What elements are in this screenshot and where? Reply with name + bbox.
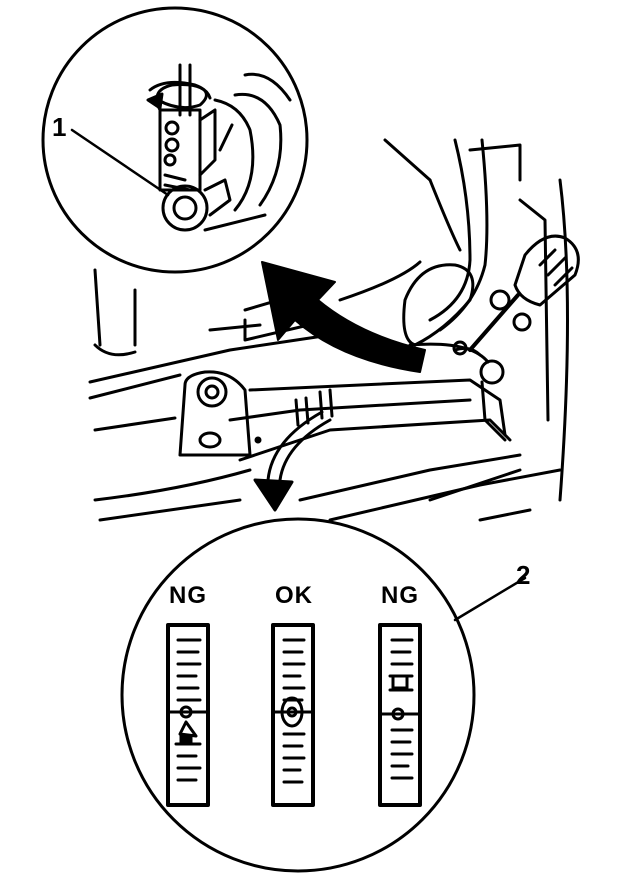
callout-number-2: 2: [516, 560, 532, 590]
curved-arrow-icon: [261, 261, 426, 373]
gauge-ok-center: [271, 623, 315, 807]
pointer-arrow-icon: [253, 410, 332, 512]
mounting-bracket: [178, 370, 262, 457]
screwdriver-icon: [468, 234, 580, 352]
gauge-label-left: NG: [169, 582, 207, 609]
callout-leader-2: [453, 576, 527, 622]
gauge-ng-right: [378, 623, 422, 807]
gauge-ng-left: [166, 623, 210, 807]
callout-leader-1: [70, 128, 170, 197]
rotate-arrow-icon: [146, 63, 208, 117]
vehicle-assembly: [88, 138, 569, 522]
detail-circle-top: [41, 6, 309, 274]
gauge-label-right: NG: [381, 582, 419, 609]
gauge-label-center: OK: [275, 582, 313, 609]
detail-circle-bottom: [120, 517, 476, 873]
callout-number-1: 1: [52, 112, 68, 142]
